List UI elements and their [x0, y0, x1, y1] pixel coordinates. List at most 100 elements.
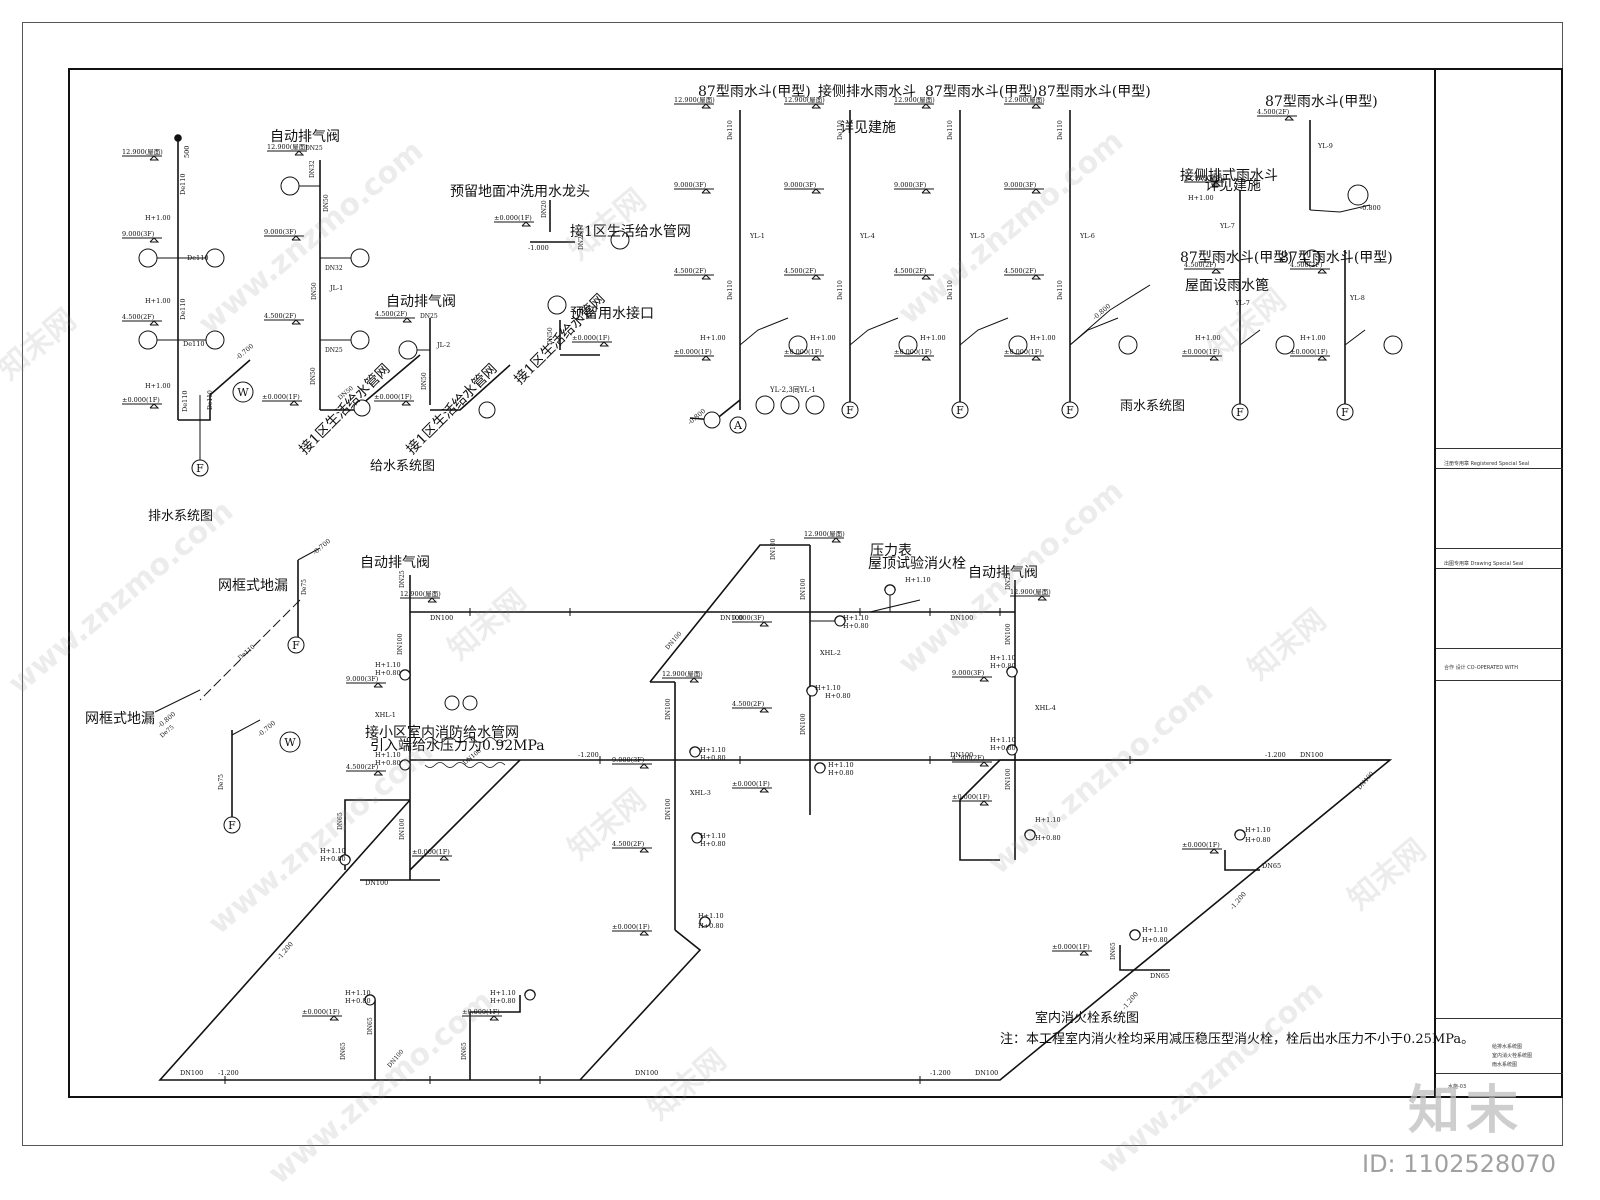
elevation-mark	[831, 537, 842, 543]
label-xhl3: XHL-3	[690, 789, 711, 797]
pipe-line	[1119, 945, 1170, 971]
elevation-mark	[921, 274, 932, 280]
title-block: 注册专用章 Registered Special Seal 出图专用章 Draw…	[1434, 68, 1563, 1098]
index-circle	[898, 335, 918, 355]
label-e0: ±0.000(1F)	[572, 334, 610, 342]
hydrant-symbol	[524, 989, 536, 1001]
elevation-mark	[599, 341, 610, 347]
pipe-line	[178, 359, 251, 421]
label-de110: De110	[179, 174, 187, 195]
circle-mark: F	[228, 819, 236, 832]
label-rain87: 87型雨水斗(甲型)	[925, 84, 1038, 100]
elevation-mark	[1031, 274, 1042, 280]
label-h110: H+1.10	[375, 751, 401, 759]
elevation-mark	[149, 403, 160, 409]
label-e4500: 4.500(2F)	[1290, 261, 1323, 269]
elevation-mark	[439, 855, 450, 861]
pipe-line	[1224, 850, 1260, 871]
index-circle	[280, 176, 300, 196]
label-e12900: 12.900(屋面)	[122, 148, 163, 156]
vent-cap	[174, 134, 182, 142]
label-dn100: DN100	[180, 1069, 203, 1077]
label-h100: H+1.00	[145, 214, 171, 222]
label-e0: ±0.000(1F)	[894, 348, 932, 356]
label-e0: ±0.000(1F)	[784, 348, 822, 356]
label-e12900: 12.900(屋面)	[804, 530, 845, 538]
pipe-line	[199, 599, 301, 701]
label-e0: ±0.000(1F)	[494, 214, 532, 222]
pipe-line	[430, 364, 511, 411]
elevation-mark	[149, 320, 160, 326]
label-h110: H+1.10	[1142, 926, 1168, 934]
circle-mark: F	[1236, 406, 1244, 419]
elevation-mark	[811, 355, 822, 361]
index-circle	[138, 330, 158, 350]
label-dn100: DN100	[430, 614, 453, 622]
label-m1200: -1.200	[1228, 890, 1248, 911]
label-e0: ±0.000(1F)	[122, 396, 160, 404]
label-e9000: 9.000(3F)	[122, 230, 155, 238]
elevation-mark	[1031, 355, 1042, 361]
elevation-mark	[1031, 103, 1042, 109]
label-e0: ±0.000(1F)	[1052, 943, 1090, 951]
label-e4500: 4.500(2F)	[612, 840, 645, 848]
elevation-mark	[701, 103, 712, 109]
index-circle	[703, 411, 721, 429]
label-h080: H+0.80	[698, 922, 724, 930]
pipe-line	[1239, 329, 1261, 346]
index-circle	[841, 401, 859, 419]
hydrant-symbol	[364, 994, 376, 1006]
label-supply: 给水系统图	[370, 459, 435, 474]
index-circle	[1336, 403, 1354, 421]
label-dn50: DN50	[547, 327, 554, 345]
label-h080: H+0.80	[375, 669, 401, 677]
label-m1000: -1.000	[528, 244, 549, 252]
label-h080: H+0.80	[825, 692, 851, 700]
pipe-line	[649, 544, 810, 683]
label-e0: ±0.000(1F)	[952, 793, 990, 801]
label-rain87: 87型雨水斗(甲型)	[1280, 250, 1393, 266]
label-e4500: 4.500(2F)	[1184, 261, 1217, 269]
index-circle	[805, 395, 825, 415]
label-pressure-gauge: 压力表	[870, 543, 912, 559]
index-circle	[478, 401, 496, 419]
elevation-mark	[639, 763, 650, 769]
elevation-mark	[291, 319, 302, 325]
elevation-mark	[373, 682, 384, 688]
label-dn100: DN100	[397, 633, 404, 655]
label-e12900: 12.900(屋面)	[400, 590, 441, 598]
hydrant-symbol	[691, 832, 703, 844]
image-id: ID: 1102528070	[1362, 1150, 1556, 1178]
label-h110: H+1.10	[1245, 826, 1271, 834]
label-de110: De110	[727, 280, 734, 300]
label-see-arch: 详见建施	[840, 120, 896, 136]
label-dn100: DN100	[720, 614, 743, 622]
label-dn100: DN100	[365, 879, 388, 887]
label-e12900: 12.900(屋面)	[662, 670, 703, 678]
label-yl4: YL-4	[859, 232, 875, 240]
label-dn65: DN65	[367, 1017, 374, 1035]
circle-mark: F	[196, 462, 204, 475]
label-dn32: DN32	[309, 160, 316, 178]
hydrant-symbol	[884, 584, 896, 596]
elevation-mark	[759, 707, 770, 713]
label-yl9: YL-9	[1317, 142, 1333, 150]
label-e0: ±0.000(1F)	[302, 1008, 340, 1016]
label-dn50: DN50	[310, 367, 317, 385]
index-circle	[1231, 403, 1249, 421]
index-circle	[138, 248, 158, 268]
label-e4500: 4.500(2F)	[732, 700, 765, 708]
label-e4500: 4.500(2F)	[375, 310, 408, 318]
label-inlet-pressure: 引入端给水压力为0.92MPa	[370, 738, 545, 754]
label-h110: H+1.10	[843, 614, 869, 622]
circle-mark: F	[956, 404, 964, 417]
label-auto-air-valve: 自动排气阀	[270, 129, 340, 145]
label-yl-group: YL-2,3同YL-1	[769, 386, 816, 394]
label-dn100: DN100	[1356, 770, 1375, 791]
pipe-line	[469, 995, 521, 1080]
index-circle	[279, 731, 301, 753]
label-auto-air-valve: 自动排气阀	[386, 294, 456, 310]
label-e9000: 9.000(3F)	[1004, 181, 1037, 189]
elevation-mark	[1317, 355, 1328, 361]
hydrant-symbol	[339, 854, 351, 866]
